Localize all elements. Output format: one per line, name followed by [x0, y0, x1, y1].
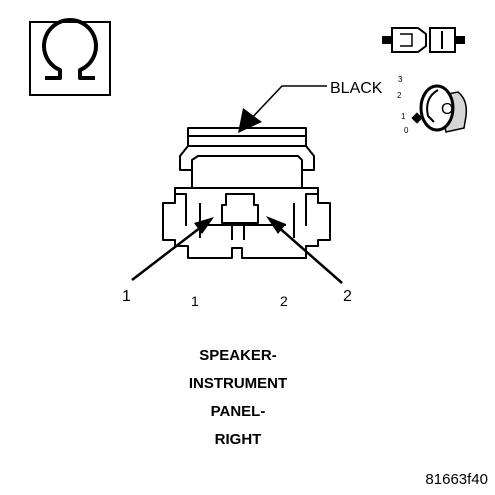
figure-id: 81663f40: [425, 471, 488, 488]
key-letter: O: [441, 101, 453, 118]
title-line-4: RIGHT: [215, 431, 262, 448]
color-label: BLACK: [330, 80, 383, 97]
pin-number-1: 1: [191, 293, 199, 309]
key-position-3: 3: [398, 75, 403, 84]
callout-label-2: 2: [343, 288, 352, 305]
title-line-1: SPEAKER-: [199, 347, 277, 364]
callout-arrow-2: [266, 216, 343, 284]
color-leader-arrowhead: [238, 108, 262, 133]
callout-label-1: 1: [122, 288, 131, 305]
connector-plug-icon: [382, 27, 465, 53]
key-position-0: 0: [404, 126, 409, 135]
title-line-3: PANEL-: [211, 403, 266, 420]
callout-arrow-1: [131, 217, 214, 281]
key-position-1: 1: [401, 112, 406, 121]
pin-number-2: 2: [280, 293, 288, 309]
connector-face: [162, 127, 331, 259]
key-position-2: 2: [397, 91, 402, 100]
ignition-key-icon: O 3 2 1 0: [397, 75, 468, 135]
ohm-symbol-icon: [29, 18, 111, 96]
color-leader-line: [247, 85, 327, 123]
title-line-2: INSTRUMENT: [189, 375, 287, 392]
